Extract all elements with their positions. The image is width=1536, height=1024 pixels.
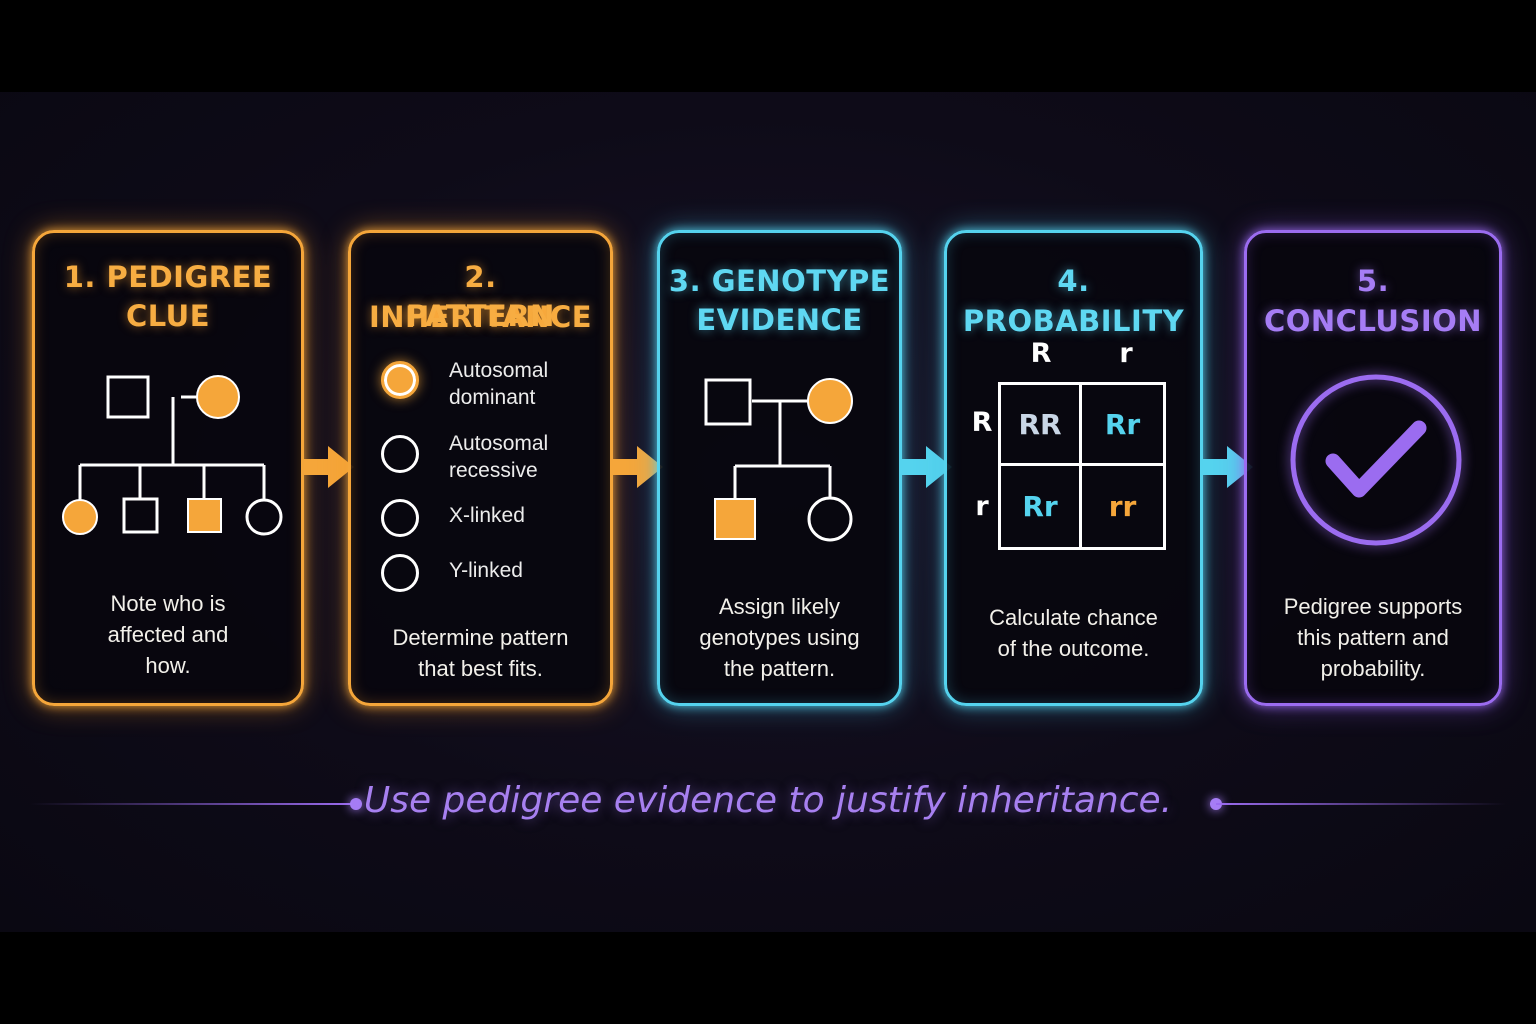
step-4-description-line1: Calculate chance (989, 605, 1158, 630)
punnett-cell-rr: rr (1108, 490, 1137, 523)
punnett-col-header: R (1030, 338, 1052, 369)
pattern-option-autosomal-dominant[interactable]: Autosomal dominant (381, 357, 621, 409)
radio-empty-icon (381, 499, 419, 537)
punnett-col-header: r (1119, 338, 1133, 369)
arrow-right-icon (1201, 446, 1253, 488)
pedigree-chart-icon (62, 375, 283, 536)
punnett-cell-Rr-top: Rr (1082, 385, 1163, 466)
pattern-option-x-linked[interactable]: X-linked (381, 496, 621, 546)
step-panel-probability: 4. PROBABILITY R r R r RR Rr Rr rr Calcu… (944, 230, 1203, 706)
caption-text: Use pedigree evidence to justify inherit… (363, 780, 1173, 821)
caption-divider-left (30, 803, 356, 805)
option-label: dominant (449, 386, 536, 409)
radio-selected-icon (381, 361, 419, 399)
step-3-description-line1: Assign likely (718, 594, 841, 619)
punnett-row-header: R (971, 407, 993, 438)
pedigree-chart-icon (704, 378, 853, 542)
step-3-title-line2: EVIDENCE (696, 303, 863, 337)
arrow-right-icon (900, 446, 952, 488)
option-label: recessive (449, 459, 538, 482)
caption-divider-right (1216, 803, 1506, 805)
step-2-title-line1: 2. INHERITANCE (368, 260, 593, 334)
step-panel-genotype-evidence: 3. GENOTYPE EVIDENCE Assign likely genot… (657, 230, 902, 706)
step-panel-pedigree-clue: 1. PEDIGREE CLUE Note who is affected an… (32, 230, 304, 706)
step-2-description-line2: that best fits. (418, 656, 543, 681)
step-4-description-line2: of the outcome. (997, 636, 1150, 661)
radio-empty-icon (381, 554, 419, 592)
step-panel-inheritance-pattern: 2. INHERITANCE PATTERN Autosomal dominan… (348, 230, 613, 706)
punnett-row-header: r (975, 491, 989, 522)
step-3-description-line2: genotypes using (699, 625, 860, 650)
step-2-title-line2: PATTERN (406, 299, 555, 333)
step-5-title-line1: 5. CONCLUSION (1263, 264, 1483, 338)
caption-dot-left (350, 798, 362, 810)
arrow-right-icon (302, 446, 354, 488)
punnett-cell-RR: RR (1001, 385, 1082, 466)
step-5-description-line2: this pattern and (1297, 625, 1449, 650)
option-label: Y-linked (449, 559, 523, 582)
pattern-option-y-linked[interactable]: Y-linked (381, 551, 621, 601)
diagram-canvas: 1. PEDIGREE CLUE Note who is affected an… (0, 92, 1536, 932)
step-4-title-line1: 4. PROBABILITY (962, 264, 1185, 338)
step-1-description-line1: Note who is (110, 591, 226, 616)
option-label: Autosomal (449, 359, 549, 382)
step-3-description-line3: the pattern. (723, 656, 836, 681)
checkmark-circle-icon (1290, 374, 1462, 546)
step-3-title-line1: 3. GENOTYPE (668, 264, 891, 298)
punnett-cell-Rr-bottom: Rr (1001, 466, 1082, 547)
pattern-option-autosomal-recessive[interactable]: Autosomal recessive (381, 430, 621, 482)
step-1-title-line1: 1. PEDIGREE (63, 260, 273, 294)
radio-empty-icon (381, 435, 419, 473)
step-panel-conclusion: 5. CONCLUSION Pedigree supports this pat… (1244, 230, 1502, 706)
arrow-right-icon (611, 446, 663, 488)
step-2-description-line1: Determine pattern (392, 625, 569, 650)
option-label: Autosomal (449, 432, 549, 455)
step-1-description-line2: affected and (107, 622, 229, 647)
step-5-description-line1: Pedigree supports (1283, 594, 1463, 619)
step-1-description-line3: how. (145, 653, 191, 678)
punnett-square: R r R r RR Rr Rr rr (947, 233, 1206, 709)
step-1-title-line2: CLUE (125, 299, 211, 333)
punnett-grid: RR Rr Rr rr (998, 382, 1166, 550)
option-label: X-linked (449, 504, 525, 527)
step-5-description-line3: probability. (1320, 656, 1426, 681)
